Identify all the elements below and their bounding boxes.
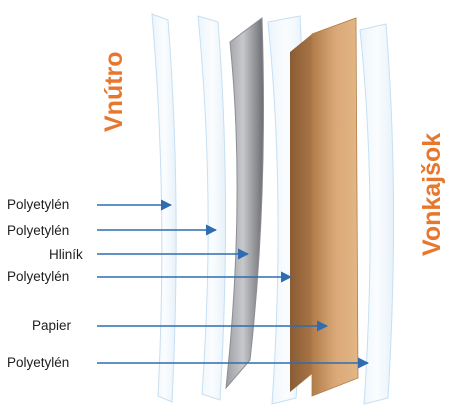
- label-polyethylene-3: Polyetylén: [7, 269, 69, 284]
- label-polyethylene-2: Polyetylén: [7, 223, 69, 238]
- outside-label: Vonkajšok: [418, 133, 446, 256]
- paperboard-side: [290, 34, 312, 392]
- label-paper: Papier: [32, 318, 72, 333]
- layer-sheets: [151, 13, 395, 405]
- label-polyethylene-1: Polyetylén: [7, 197, 69, 212]
- paperboard: [311, 17, 359, 397]
- polyethylene-film-2: [197, 15, 227, 401]
- polyethylene-film-1: [151, 13, 177, 403]
- layer-labels: Polyetylén Polyetylén Hliník Polyetylén …: [7, 197, 83, 370]
- label-aluminium: Hliník: [49, 247, 83, 262]
- inside-label: Vnútro: [100, 51, 128, 132]
- polyethylene-film-outer: [359, 23, 395, 405]
- aluminium-foil: [225, 17, 264, 390]
- label-polyethylene-outer: Polyetylén: [7, 355, 69, 370]
- pointer-arrows: [97, 199, 370, 369]
